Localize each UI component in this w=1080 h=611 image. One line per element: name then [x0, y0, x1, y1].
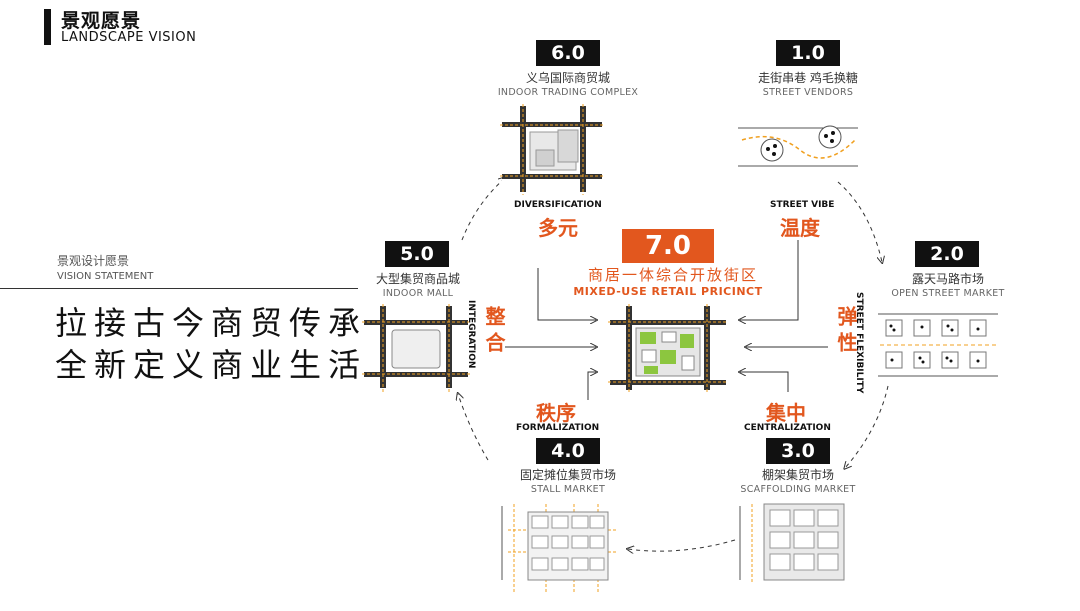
center-name-cn: 商居一体综合开放街区: [587, 266, 758, 284]
node-6-number: 6.0: [536, 40, 600, 66]
node-6-name-cn: 义乌国际商贸城: [525, 71, 610, 85]
keyword-formalization-cn: 秩序: [536, 401, 576, 425]
center-number: 7.0: [622, 229, 714, 263]
keyword-street-vibe-en: STREET VIBE: [770, 200, 835, 210]
node-1-name-cn: 走街串巷 鸡毛换糖: [758, 71, 858, 85]
node-1-number: 1.0: [776, 40, 840, 66]
keyword-centralization-cn: 集中: [766, 401, 806, 425]
vision-line-2: 全新定义商业生活: [55, 346, 368, 384]
node-5-number: 5.0: [385, 241, 449, 267]
vision-line-1: 拉接古今商贸传承: [55, 304, 368, 342]
arrow-3-center: [740, 372, 789, 392]
arrow-1-center: [740, 240, 799, 320]
page-title: 景观愿景: [61, 10, 142, 32]
diagram-street-vendors: [738, 125, 858, 167]
vision-label-en: VISION STATEMENT: [57, 271, 154, 282]
diagram-stall-market: [501, 504, 616, 592]
keyword-integration-en: INTEGRATION: [466, 300, 476, 369]
page-subtitle: LANDSCAPE VISION: [61, 30, 197, 45]
node-4-name-en: STALL MARKET: [530, 484, 606, 495]
diagram-scaffolding-market: [739, 503, 845, 584]
keyword-flexibility-cn: 弹性: [834, 306, 858, 358]
node-4-number: 4.0: [536, 438, 600, 464]
diagram-indoor-mall: [362, 304, 470, 392]
cycle-arrow-2-3: [845, 385, 889, 468]
arrow-6-center: [537, 268, 596, 320]
keyword-integration-cn: 整合: [482, 306, 506, 358]
vision-divider: [0, 288, 358, 289]
node-1-name-en: STREET VENDORS: [762, 87, 854, 98]
node-5-name-cn: 大型集贸商品城: [375, 272, 460, 286]
node-2-name-en: OPEN STREET MARKET: [891, 288, 1005, 299]
center-name-en: MIXED-USE RETAIL PRICINCT: [573, 285, 763, 298]
keyword-diversification-cn: 多元: [538, 216, 578, 240]
keyword-flexibility-en: STREET FLEXIBILITY: [854, 292, 864, 394]
cycle-arrow-5-6: [461, 178, 505, 241]
cycle-arrow-4-5: [458, 394, 489, 461]
node-3-number: 3.0: [766, 438, 830, 464]
node-4-name-cn: 固定摊位集贸市场: [519, 468, 616, 482]
arrow-4-center: [587, 372, 596, 400]
title-accent-bar: [44, 9, 51, 45]
cycle-arrow-3-4: [628, 539, 736, 551]
node-3-name-cn: 棚架集贸市场: [761, 468, 834, 482]
keyword-street-vibe-cn: 温度: [780, 216, 820, 240]
diagram-open-street-market: [878, 313, 998, 377]
node-6-name-en: INDOOR TRADING COMPLEX: [497, 87, 639, 98]
node-2-number: 2.0: [915, 241, 979, 267]
cycle-arrow-1-2: [837, 181, 882, 262]
vision-label: 景观设计愿景: [57, 254, 130, 268]
keyword-formalization-en: FORMALIZATION: [516, 423, 600, 433]
keyword-diversification-en: DIVERSIFICATION: [514, 200, 602, 210]
diagram-mixed-use-precinct: [608, 304, 728, 394]
node-5-name-en: INDOOR MALL: [382, 288, 454, 299]
keyword-centralization-en: CENTRALIZATION: [744, 423, 831, 433]
diagram-indoor-trading-complex: [500, 104, 604, 195]
node-2-name-cn: 露天马路市场: [911, 272, 984, 286]
node-3-name-en: SCAFFOLDING MARKET: [740, 484, 856, 495]
